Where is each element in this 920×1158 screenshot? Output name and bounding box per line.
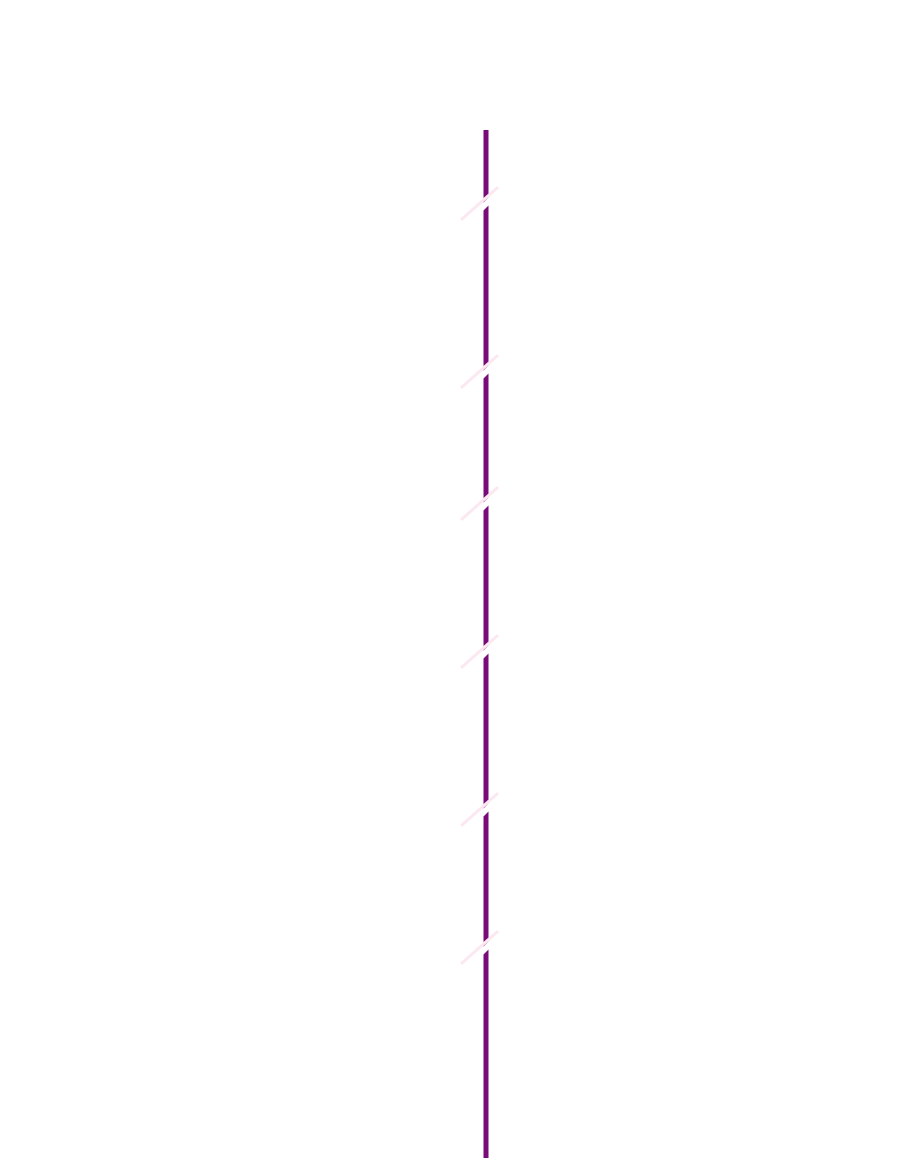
timeline-breaks — [460, 186, 499, 965]
break-gap — [480, 800, 492, 820]
break-gap — [480, 194, 492, 214]
break-mark — [460, 930, 499, 965]
break-mark — [460, 634, 499, 669]
break-mark — [460, 354, 499, 389]
break-mark — [460, 486, 499, 521]
break-mark — [460, 792, 499, 827]
break-gap — [480, 494, 492, 514]
break-mark — [460, 186, 499, 221]
break-gap — [480, 938, 492, 958]
break-gap — [480, 642, 492, 662]
break-gap — [480, 362, 492, 382]
